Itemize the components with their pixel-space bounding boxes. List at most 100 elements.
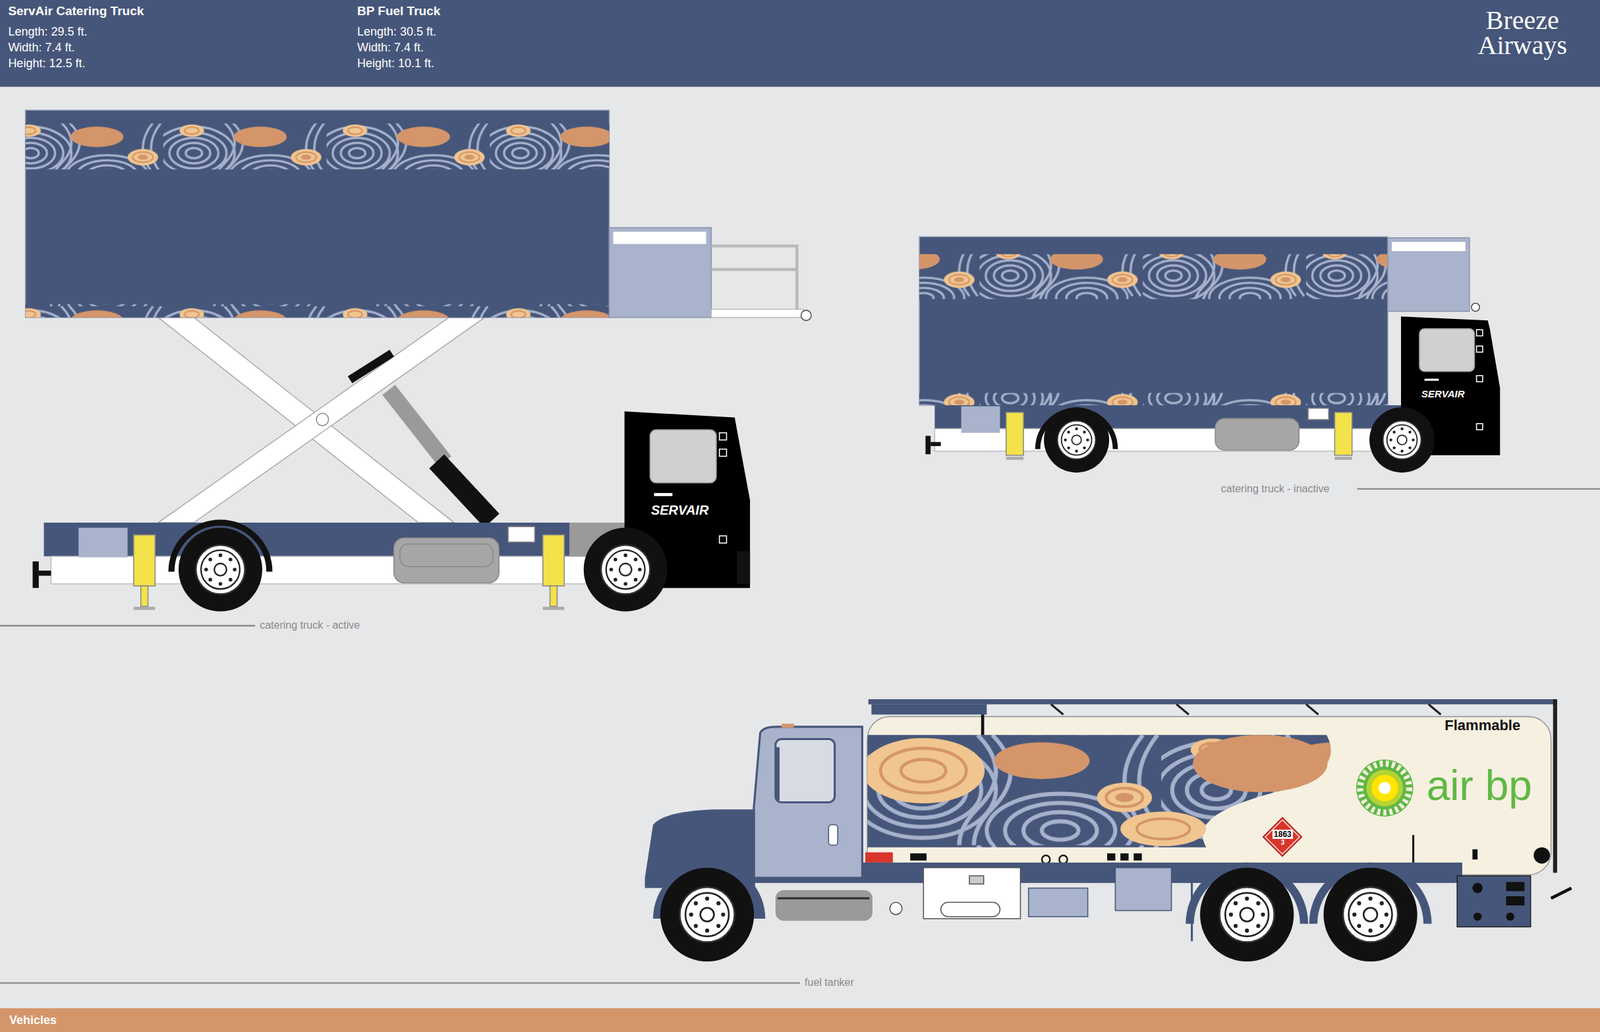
bp-helios-logo xyxy=(1356,759,1414,817)
fuel-tanker xyxy=(969,875,984,884)
node-text: Height: 12.5 ft. xyxy=(7,55,144,72)
placard-diamond xyxy=(1262,817,1303,857)
fuel-brand: air bp xyxy=(1426,762,1533,809)
header-bar xyxy=(0,0,1600,87)
leader-rules xyxy=(0,624,256,627)
catering-truck-active xyxy=(801,310,812,321)
catering-truck-active xyxy=(719,432,727,441)
catering-truck-active xyxy=(38,570,52,576)
hazmat-placard: 18633 xyxy=(1261,816,1303,858)
node-text: Width: 7.4 ft. xyxy=(357,39,441,56)
fuel-tanker xyxy=(867,734,1331,847)
catering-truck-inactive xyxy=(930,442,941,447)
fuel-tanker xyxy=(880,747,967,793)
bp-helios-logo xyxy=(1356,759,1414,817)
leader-rules xyxy=(0,488,1600,984)
view-label: catering truck - active xyxy=(257,619,363,632)
catering-truck-inactive xyxy=(919,392,1388,406)
placard-border xyxy=(1265,819,1300,855)
catering-truck-inactive xyxy=(1215,418,1299,451)
fuel-tanker xyxy=(867,716,1551,875)
fuel-tanker xyxy=(1192,734,1328,793)
fuel-tanker xyxy=(1120,853,1129,861)
fuel-tanker xyxy=(1553,699,1558,873)
catering-truck-active xyxy=(133,606,156,611)
fuel-tanker xyxy=(1107,853,1115,861)
catering-truck-active xyxy=(133,535,156,586)
fuel-tanker xyxy=(775,890,873,921)
fuel-tanker xyxy=(1051,704,1442,715)
catering-truck-active xyxy=(613,231,707,245)
fuel-tanker xyxy=(828,825,838,846)
fuel-tanker xyxy=(1323,867,1417,962)
fuel-tanker xyxy=(1028,888,1088,917)
catering-truck-active xyxy=(649,429,717,484)
catering-truck-active xyxy=(608,227,712,317)
spec-block: BP Fuel TruckLength: 30.5 ft.Width: 7.4 … xyxy=(357,3,441,72)
node-text: Vehicles xyxy=(0,1008,1600,1032)
fuel-tanker xyxy=(777,897,870,900)
catering-truck-inactive xyxy=(1387,237,1470,312)
view-label: fuel tanker xyxy=(801,976,857,989)
catering-truck-active xyxy=(736,550,750,584)
scissor-lift xyxy=(349,353,392,380)
fuel-tanker xyxy=(868,699,1558,705)
fuel-tanker xyxy=(941,902,1001,917)
fuel-tanker xyxy=(910,853,927,861)
catering-truck-inactive xyxy=(1369,407,1435,473)
catering-truck-active xyxy=(25,304,610,318)
node-text: Length: 29.5 ft. xyxy=(7,23,144,40)
fuel-tanker xyxy=(781,723,795,728)
bp-helios-logo xyxy=(1366,769,1403,807)
fuel-tanker xyxy=(1472,883,1483,893)
fuel-tanker xyxy=(889,902,903,915)
leader-rules xyxy=(1356,488,1600,490)
spec-block: ServAir Catering TruckLength: 29.5 ft.Wi… xyxy=(7,3,144,72)
fuel-tanker xyxy=(900,759,946,782)
catering-truck-active xyxy=(25,110,610,317)
scissor-lift xyxy=(316,413,329,426)
catering-truck-active xyxy=(542,606,565,611)
fuel-tanker xyxy=(1114,867,1172,911)
bp-helios-logo xyxy=(1371,774,1398,802)
node-text: ServAir Catering Truck xyxy=(7,3,144,20)
fuel-tanker xyxy=(1457,875,1531,927)
node-text: 1863 xyxy=(1272,829,1293,839)
node-text: Height: 10.1 ft. xyxy=(357,55,441,72)
fuel-tanker xyxy=(1506,881,1525,891)
fuel-tanker xyxy=(645,699,1572,962)
catering-truck-active xyxy=(25,110,812,612)
bp-helios-logo xyxy=(1360,763,1409,813)
catering-truck-inactive xyxy=(925,435,931,455)
leader-rules xyxy=(0,981,800,984)
scissor-lift xyxy=(158,317,486,523)
fuel-tanker xyxy=(1506,912,1515,921)
fuel-tanker xyxy=(775,738,835,802)
node-text: 3 xyxy=(1281,838,1286,847)
scissor-lift xyxy=(158,317,492,523)
catering-truck-inactive xyxy=(1006,412,1024,456)
catering-truck-active xyxy=(25,123,610,170)
node-text: BP Fuel Truck xyxy=(357,3,441,20)
warning-text: Flammable xyxy=(1444,716,1521,735)
fuel-tanker xyxy=(1412,834,1415,863)
catering-truck-active xyxy=(178,527,263,612)
catering-truck-inactive xyxy=(934,428,1404,452)
catering-truck-inactive xyxy=(1391,241,1465,252)
catering-truck-inactive xyxy=(1471,303,1480,312)
catering-truck-inactive xyxy=(1476,375,1483,382)
catering-truck-active xyxy=(141,585,149,607)
catering-truck-inactive xyxy=(919,254,1388,300)
brand-logo: Breeze Airways xyxy=(1478,7,1568,58)
scissor-lift xyxy=(436,461,493,521)
catering-truck-inactive xyxy=(1476,345,1483,352)
catering-truck-inactive xyxy=(961,405,1001,433)
fuel-tanker xyxy=(775,747,780,801)
catering-truck-active xyxy=(719,535,727,543)
catering-truck-active xyxy=(394,537,499,583)
catering-truck-inactive xyxy=(1476,423,1483,430)
fuel-tanker xyxy=(1200,867,1294,962)
catering-truck-inactive xyxy=(1308,408,1329,420)
fuel-tanker xyxy=(753,726,863,878)
